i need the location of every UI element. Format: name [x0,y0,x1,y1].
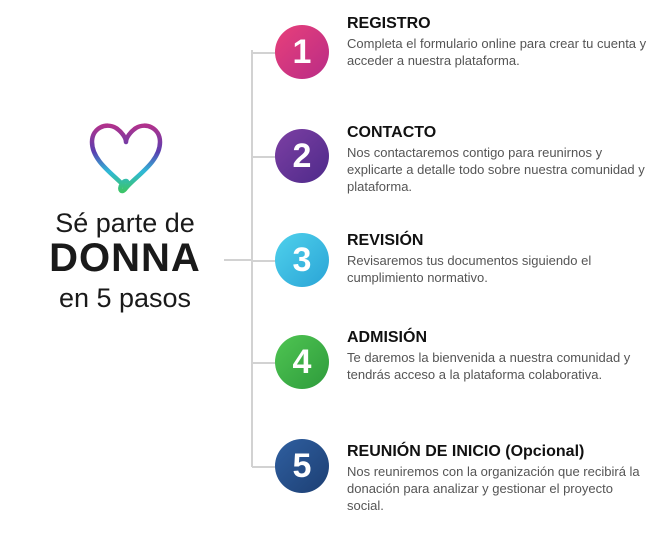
step-number-badge: 1 [275,25,329,79]
intro-connector-line [224,259,252,261]
step-number-badge: 2 [275,129,329,183]
step-item: REGISTRO Completa el formulario online p… [347,14,647,69]
step-item: ADMISIÓN Te daremos la bienvenida a nues… [347,328,647,383]
step-number-badge: 5 [275,439,329,493]
brand-name: DONNA [49,236,201,280]
step-description: Revisaremos tus documentos siguiendo el … [347,253,592,285]
step-title: REVISIÓN [347,232,424,249]
step-description: Nos reuniremos con la organización que r… [347,464,640,513]
step-title: CONTACTO [347,124,437,141]
step-description: Nos contactaremos contigo para reunirnos… [347,145,645,194]
step-title: REUNIÓN DE INICIO (Opcional) [347,443,585,460]
branch-line [252,362,276,364]
branch-line [252,156,276,158]
branch-line [252,52,276,54]
step-item: REUNIÓN DE INICIO (Opcional) Nos reunire… [347,442,647,514]
step-description: Completa el formulario online para crear… [347,36,647,68]
step-title: REGISTRO [347,15,431,32]
step-description: Te daremos la bienvenida a nuestra comun… [347,350,631,382]
step-number-badge: 4 [275,335,329,389]
branch-line [252,260,276,262]
step-title: ADMISIÓN [347,329,427,346]
step-item: REVISIÓN Revisaremos tus documentos sigu… [347,231,647,286]
branch-line [252,466,276,468]
step-number-badge: 3 [275,233,329,287]
intro-line-3: en 5 pasos [58,283,192,313]
intro-line-1: Sé parte de [55,208,195,238]
vertical-connector-line [251,50,253,467]
step-item: CONTACTO Nos contactaremos contigo para … [347,123,647,195]
heart-logo-icon [89,123,163,194]
